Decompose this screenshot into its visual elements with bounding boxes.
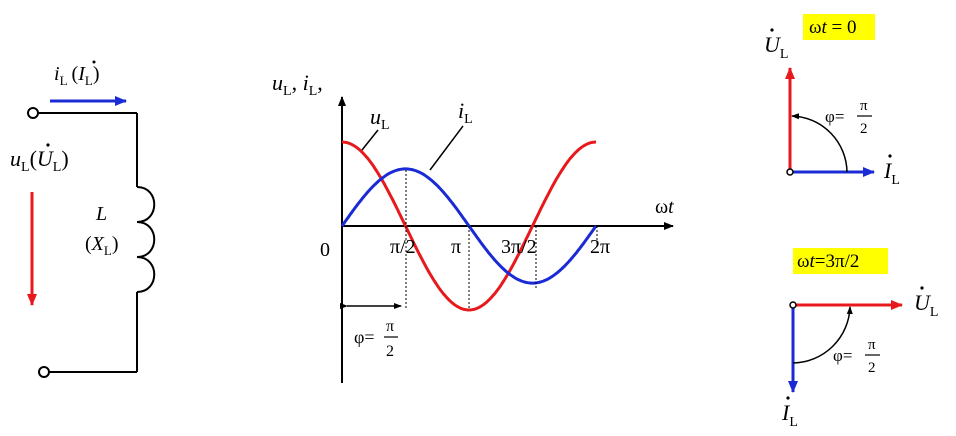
phasor-top-u-label: UL	[764, 32, 788, 62]
phasor-bottom-i-dot	[786, 396, 790, 400]
phasor-bottom-origin	[789, 301, 797, 309]
tick-2pi: 2π	[590, 236, 610, 258]
bottom-terminal	[38, 366, 50, 378]
phasor-top-angle-phi: φ=	[825, 107, 844, 126]
phasor-bottom-u-dot	[920, 286, 924, 290]
phasor-top-title-highlight	[803, 14, 875, 40]
phasor-bottom-angle-arc	[792, 306, 853, 364]
phasor-bottom-angle-num: π	[868, 337, 876, 353]
phasor-bottom-i-label: IL	[781, 400, 798, 430]
phasor-top-angle-arc	[791, 113, 848, 173]
phasor-top-angle-num: π	[860, 98, 868, 114]
inductor-reactance: (XL)	[85, 233, 119, 258]
inductor-coil	[136, 186, 156, 293]
phasor-bottom-u-label: UL	[914, 290, 938, 320]
phasor-top-u-dot	[770, 28, 774, 32]
circuit: iL(IL) uL(UL) L (XL)	[10, 60, 156, 378]
tick-pi: π	[451, 236, 461, 258]
phasor-top-angle-den: 2	[860, 121, 868, 137]
tick-0: 0	[320, 239, 330, 261]
voltage-label-dot	[46, 143, 50, 147]
phase-label-phi: φ=	[354, 327, 375, 347]
series-label-current: iL	[458, 98, 473, 127]
tick-3pi-over-2: 3π/2	[501, 236, 537, 258]
phasor-top-origin	[786, 168, 794, 176]
current-label: iL(IL)	[54, 63, 99, 88]
phasor-diagram-bottom: ωt=3π/2 UL IL φ= π 2	[781, 248, 938, 430]
series-label-voltage: uL	[370, 104, 390, 133]
voltage-callout	[361, 129, 379, 151]
phasor-bottom-angle-den: 2	[868, 360, 876, 376]
current-label-dot	[92, 60, 96, 64]
x-axis-label: ωt	[655, 196, 674, 218]
phase-label-num: π	[386, 318, 394, 335]
phasor-top-title: ωt = 0	[809, 17, 857, 38]
y-axis-label: uL, iL,	[272, 70, 323, 99]
phasor-bottom-angle-phi: φ=	[833, 346, 852, 365]
inductor-name: L	[95, 203, 107, 225]
phasor-top-i-dot	[888, 154, 892, 158]
voltage-label: uL(UL)	[10, 146, 69, 175]
voltage-curve	[341, 140, 597, 312]
waveform-plot: uL, iL, ωt uL iL 0 π/2 π 3π/2 2π φ= π 2	[272, 70, 674, 383]
phasor-bottom-title-highlight	[793, 248, 888, 274]
tick-pi-over-2: π/2	[390, 236, 416, 258]
top-terminal	[27, 107, 39, 119]
phasor-top-i-label: IL	[883, 158, 900, 188]
current-callout	[429, 125, 464, 171]
phasor-bottom-title: ωt=3π/2	[797, 251, 859, 272]
phase-label-den: 2	[386, 343, 394, 360]
phasor-diagram-top: ωt = 0 UL IL φ= π 2	[764, 14, 900, 188]
